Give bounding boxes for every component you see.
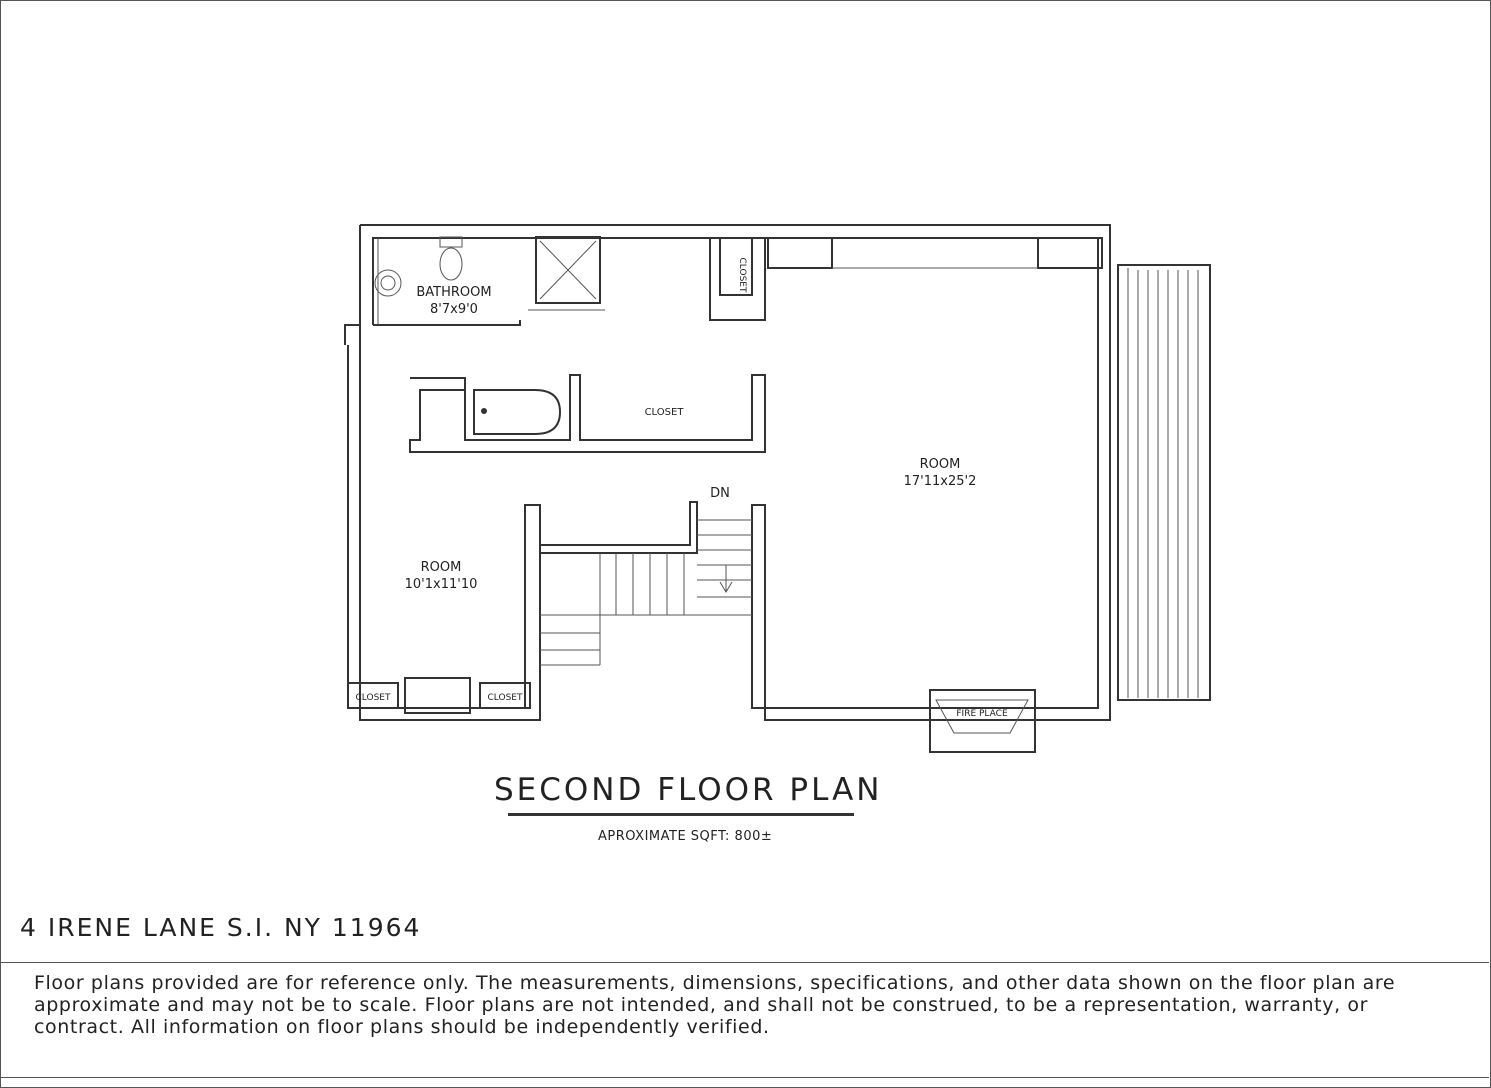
deck-boards bbox=[1127, 268, 1199, 698]
stair-rail bbox=[540, 501, 698, 554]
plan-title: SECOND FLOOR PLAN bbox=[494, 772, 883, 808]
floor-plan-drawing: BATHROOM 8'7x9'0 CLOSET CLOSET ROOM 17'1… bbox=[344, 224, 1211, 753]
room-name-left: ROOM bbox=[421, 560, 462, 575]
bathtub bbox=[473, 389, 562, 435]
closet-top-wall bbox=[709, 238, 766, 321]
tub-drain bbox=[481, 408, 487, 414]
window-frame-right bbox=[1037, 237, 1103, 269]
title-underline bbox=[508, 813, 854, 816]
shower-cross bbox=[539, 240, 597, 300]
bath-left-wall bbox=[344, 324, 360, 345]
deck bbox=[1117, 264, 1211, 701]
address: 4 IRENE LANE S.I. NY 11964 bbox=[20, 913, 422, 942]
closet-label-top: CLOSET bbox=[737, 258, 747, 293]
disclaimer-text: Floor plans provided are for reference o… bbox=[34, 972, 1396, 1038]
room-name-bathroom: BATHROOM bbox=[416, 285, 491, 300]
hall-wall-top bbox=[409, 374, 766, 453]
toilet-bowl bbox=[439, 247, 463, 281]
closet-label-bottom-right: CLOSET bbox=[488, 693, 523, 703]
stair-treads bbox=[540, 519, 752, 666]
sqft-label: APROXIMATE SQFT: 800± bbox=[598, 829, 773, 844]
closet-box-right bbox=[479, 682, 531, 709]
fireplace-label: FIRE PLACE bbox=[956, 709, 1008, 719]
stair-down-label: DN bbox=[710, 486, 730, 501]
closet-label-middle: CLOSET bbox=[645, 407, 685, 418]
closet-inner bbox=[719, 238, 753, 296]
bath-lower-wall bbox=[373, 320, 521, 326]
sink bbox=[374, 269, 402, 297]
disclaimer-box bbox=[0, 962, 1489, 1078]
stair-arrow bbox=[719, 565, 733, 593]
fireplace bbox=[929, 689, 1036, 753]
closet-label-bottom-left: CLOSET bbox=[356, 693, 391, 703]
room-name-right: ROOM bbox=[920, 457, 961, 472]
shower bbox=[535, 236, 601, 304]
outer-wall-top bbox=[360, 224, 1111, 721]
window-frame-left bbox=[767, 237, 833, 269]
room-dims-bathroom: 8'7x9'0 bbox=[430, 302, 478, 317]
closet-box-left bbox=[347, 682, 399, 709]
room-dims-left: 10'1x11'10 bbox=[405, 577, 478, 592]
toilet-tank bbox=[439, 236, 463, 248]
room-dims-right: 17'11x25'2 bbox=[904, 474, 977, 489]
window-bottom bbox=[404, 677, 471, 714]
